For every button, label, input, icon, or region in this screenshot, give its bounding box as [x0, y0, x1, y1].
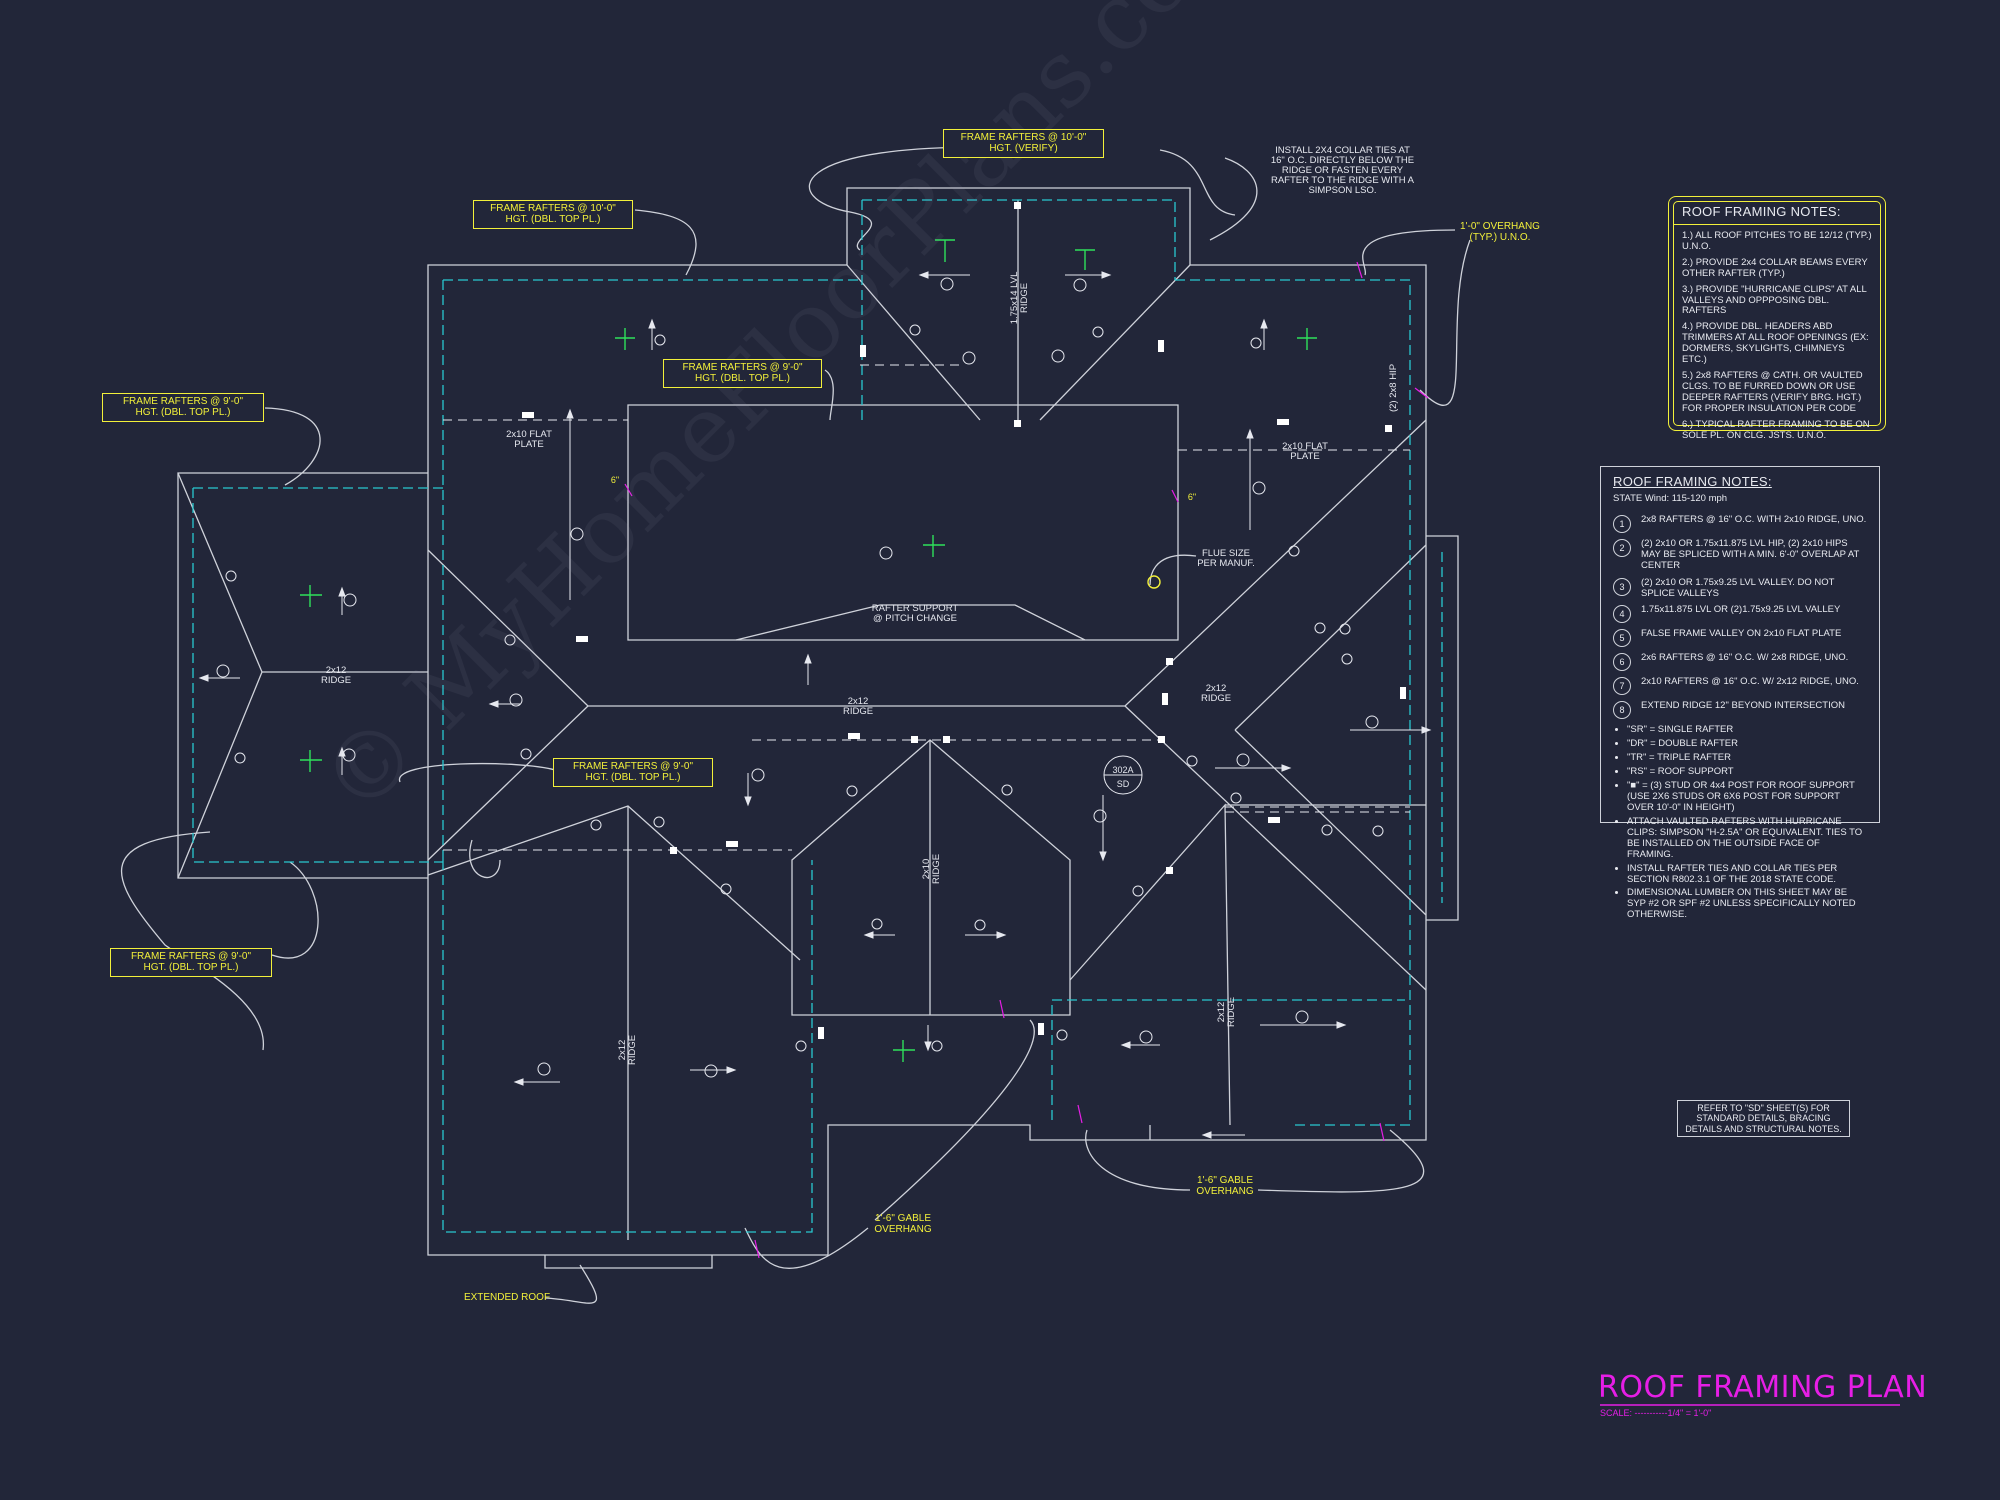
- bullet-note: DIMENSIONAL LUMBER ON THIS SHEET MAY BE …: [1627, 888, 1867, 921]
- notes-white-subtitle: STATE Wind: 115-120 mph: [1613, 492, 1728, 504]
- notes-white-title: ROOF FRAMING NOTES:: [1613, 474, 1772, 489]
- flue-note: FLUE SIZE PER MANUF.: [1197, 548, 1255, 569]
- bullet-note: "RS" = ROOF SUPPORT: [1627, 766, 1867, 778]
- gable-overhang-right: 1'-6" GABLE OVERHANG: [1196, 1175, 1254, 1197]
- numbered-note: 3(2) 2x10 OR 1.75x9.25 LVL VALLEY. DO NO…: [1613, 577, 1867, 600]
- bullet-note: "■" = (3) STUD OR 4x4 POST FOR ROOF SUPP…: [1627, 780, 1867, 814]
- ridge-center-label: 2x12 RIDGE: [842, 696, 874, 717]
- collar-tie-note: INSTALL 2X4 COLLAR TIES AT 16" O.C. DIRE…: [1270, 145, 1415, 196]
- callout-frame-rafters-top-left: FRAME RAFTERS @ 10'-0" HGT. (DBL. TOP PL…: [473, 200, 633, 229]
- callout-frame-rafters-left-upper: FRAME RAFTERS @ 9'-0" HGT. (DBL. TOP PL.…: [102, 393, 264, 422]
- notes-yellow-item: 6.) TYPICAL RAFTER FRAMING TO BE ON SOLE…: [1682, 418, 1870, 441]
- ridge-bottom-left-label: 2x12 RIDGE: [617, 1034, 638, 1066]
- flat-plate-left: 2x10 FLAT PLATE: [506, 429, 552, 450]
- bullet-note: "DR" = DOUBLE RAFTER: [1627, 738, 1867, 750]
- ridge-bay-label: 2x10 RIDGE: [921, 853, 942, 885]
- notes-yellow-title: ROOF FRAMING NOTES:: [1674, 202, 1880, 225]
- callout-frame-rafters-center-left: FRAME RAFTERS @ 9'-0" HGT. (DBL. TOP PL.…: [663, 359, 822, 388]
- ridge-bottom-right-label: 2x12 RIDGE: [1216, 996, 1237, 1028]
- sheet-title: ROOF FRAMING PLAN: [1598, 1370, 1928, 1405]
- dim-six-left: 6": [610, 475, 620, 485]
- bullet-note: "TR" = TRIPLE RAFTER: [1627, 752, 1867, 764]
- ridge-left-label: 2x12 RIDGE: [320, 665, 352, 686]
- numbered-note: 2(2) 2x10 OR 1.75x11.875 LVL HIP, (2) 2x…: [1613, 538, 1867, 572]
- dim-six-right: 6": [1187, 492, 1197, 502]
- notes-yellow-item: 5.) 2x8 RAFTERS @ CATH. OR VAULTED CLGS.…: [1682, 370, 1863, 414]
- sheet-scale: SCALE: -----------1/4" = 1'-0": [1600, 1408, 1712, 1418]
- flat-plate-right: 2x10 FLAT PLATE: [1282, 441, 1328, 462]
- notes-yellow-item: 1.) ALL ROOF PITCHES TO BE 12/12 (TYP.) …: [1682, 229, 1872, 252]
- callout-frame-rafters-middle: FRAME RAFTERS @ 9'-0" HGT. (DBL. TOP PL.…: [553, 758, 713, 787]
- refer-note-box: REFER TO "SD" SHEET(S) FOR STANDARD DETA…: [1677, 1100, 1850, 1138]
- bullet-note: "SR" = SINGLE RAFTER: [1627, 725, 1867, 736]
- callout-frame-rafters-top-center: FRAME RAFTERS @ 10'-0" HGT. (VERIFY): [943, 129, 1104, 158]
- bullet-note: INSTALL RAFTER TIES AND COLLAR TIES PER …: [1627, 863, 1867, 886]
- section-tag-number: 302A: [1112, 765, 1134, 775]
- callout-frame-rafters-left-lower: FRAME RAFTERS @ 9'-0" HGT. (DBL. TOP PL.…: [110, 948, 272, 977]
- gable-overhang-center: 1'-6" GABLE OVERHANG: [874, 1213, 932, 1235]
- section-tag-sheet: SD: [1116, 779, 1130, 789]
- roof-outline: [427, 187, 1427, 1256]
- notes-yellow-item: 4.) PROVIDE DBL. HEADERS ABD TRIMMERS AT…: [1682, 321, 1869, 366]
- roof-framing-notes-white: ROOF FRAMING NOTES: STATE Wind: 115-120 …: [1600, 466, 1880, 920]
- ridge-right-label: 2x12 RIDGE: [1200, 683, 1232, 704]
- roof-framing-notes-yellow: ROOF FRAMING NOTES: 1.) ALL ROOF PITCHES…: [1668, 196, 1886, 441]
- bullet-note: ATTACH VAULTED RAFTERS WITH HURRICANE CL…: [1627, 816, 1867, 861]
- notes-yellow-item: 3.) PROVIDE "HURRICANE CLIPS" AT ALL VAL…: [1682, 283, 1867, 317]
- hip-label: (2) 2x8 HIP: [1388, 363, 1400, 413]
- lvl-ridge-label: 1.75x14 LVL RIDGE: [1009, 271, 1030, 325]
- overhang-note: 1'-0" OVERHANG (TYP.) U.N.O.: [1460, 221, 1540, 243]
- extended-roof-label: EXTENDED ROOF: [463, 1292, 551, 1303]
- rafter-support-note: RAFTER SUPPORT @ PITCH CHANGE: [871, 603, 959, 624]
- notes-yellow-item: 2.) PROVIDE 2x4 COLLAR BEAMS EVERY OTHER…: [1682, 256, 1868, 279]
